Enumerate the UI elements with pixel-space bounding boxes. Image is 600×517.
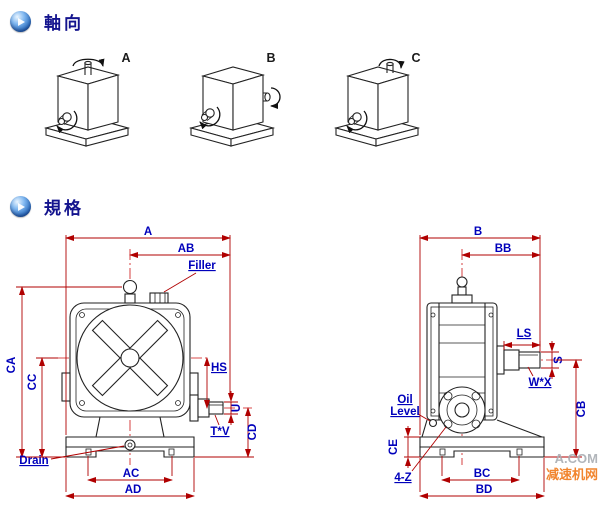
gearbox-view-a: A xyxy=(43,51,131,147)
gearbox-view-c: C xyxy=(333,51,421,147)
dim-BB: BB xyxy=(461,243,541,258)
mounting-slot-left xyxy=(439,448,446,456)
bolt-hole xyxy=(443,391,453,401)
dim-label-bd: BD xyxy=(476,484,493,496)
dim-oil-level: Oil Level xyxy=(390,394,431,422)
output-flange-face xyxy=(438,386,486,434)
view-label-a: A xyxy=(121,51,130,65)
dim-label-u: U xyxy=(231,404,243,412)
dim-BD: BD xyxy=(419,458,545,499)
rotation-arrow-front xyxy=(346,110,368,134)
dim-label-ca: CA xyxy=(6,357,18,374)
dim-A: A xyxy=(65,226,231,435)
flange-bolts xyxy=(430,312,494,414)
dim-label-ad: AD xyxy=(125,484,142,496)
axial-views-drawing: A B C xyxy=(43,51,421,147)
rotation-arrow-front xyxy=(56,110,78,134)
dim-label-b: B xyxy=(474,226,482,238)
bolt-hole xyxy=(471,391,481,401)
drain-plug xyxy=(124,439,136,451)
dim-CD: CD xyxy=(194,407,259,458)
dim-label-a: A xyxy=(144,226,152,238)
dim-4Z: 4-Z xyxy=(394,426,447,484)
side-view-drawing: B BB LS S W*X CB Oil Level xyxy=(388,226,588,499)
arrow-icon xyxy=(18,202,25,211)
dim-label-hs: HS xyxy=(211,362,227,374)
dim-HS: HS xyxy=(204,357,227,409)
dim-AB: AB xyxy=(129,243,231,258)
output-shaft-front xyxy=(352,112,362,122)
dim-AC: AC xyxy=(87,456,173,483)
dim-AD: AD xyxy=(65,458,195,499)
dim-label-ab: AB xyxy=(178,243,195,255)
arrow-icon xyxy=(18,17,25,26)
rotation-arrow-top xyxy=(72,58,105,67)
watermark-domain: A.COM xyxy=(554,451,598,466)
dim-label-bc: BC xyxy=(474,468,491,480)
dim-U: U xyxy=(224,391,243,425)
dim-label-drain: Drain xyxy=(19,455,48,467)
mounting-slot-right xyxy=(516,448,523,456)
bolt-hole xyxy=(471,419,481,429)
section-bullet-icon xyxy=(10,196,31,217)
filler-plug xyxy=(149,292,169,304)
rotation-arrow-side xyxy=(270,87,281,109)
oil-level-plug xyxy=(428,418,438,428)
base xyxy=(419,419,545,458)
view-label-c: C xyxy=(411,51,420,65)
output-shaft-front xyxy=(62,112,72,122)
watermark: A.COM 减速机网 xyxy=(514,451,598,482)
base xyxy=(65,416,195,458)
dim-label-tv: T*V xyxy=(210,426,230,438)
rotation-arrow-top xyxy=(378,58,405,69)
spec-section-title: 規格 xyxy=(44,199,84,218)
dim-WX: W*X xyxy=(527,366,552,389)
spec-section-header: 規格 xyxy=(10,194,84,219)
dim-filler: Filler xyxy=(163,260,216,293)
eye-bolt xyxy=(122,279,138,304)
dim-label-cb: CB xyxy=(576,401,588,418)
dim-CC: CC xyxy=(27,357,58,458)
input-shaft-front xyxy=(205,108,215,118)
axial-section-title: 軸向 xyxy=(44,14,84,33)
dim-CE: CE xyxy=(388,426,420,468)
front-view-drawing: A AB Filler CA CC HS U xyxy=(6,226,259,499)
dim-label-4z: 4-Z xyxy=(394,472,411,484)
dim-label-cd: CD xyxy=(247,424,259,441)
output-shaft-side xyxy=(264,92,271,102)
mounting-slot-right xyxy=(168,448,175,456)
dim-label-filler: Filler xyxy=(188,260,216,272)
dim-label-ac: AC xyxy=(123,468,140,480)
dim-label-bb: BB xyxy=(495,243,512,255)
bolt-hole xyxy=(443,419,453,429)
flange-bolts xyxy=(79,312,181,406)
watermark-site-name: 减速机网 xyxy=(545,466,598,482)
dim-LS: LS xyxy=(503,328,541,352)
input-shaft-top xyxy=(386,61,394,67)
dim-label-wx: W*X xyxy=(529,377,552,389)
eye-bolt xyxy=(451,276,473,304)
gearbox-view-b: B xyxy=(188,51,281,147)
output-shaft xyxy=(189,394,224,422)
dim-label-cc: CC xyxy=(27,374,39,391)
dim-CB: CB xyxy=(544,359,588,458)
x-ribs xyxy=(91,319,169,397)
dim-TV: T*V xyxy=(210,414,230,438)
dim-label-oil-1: Oil xyxy=(397,394,412,406)
flange-strips xyxy=(438,303,486,420)
dim-label-oil-2: Level xyxy=(390,406,419,418)
input-shaft-top xyxy=(84,60,92,66)
ribs xyxy=(439,324,485,394)
rotation-arrow-front xyxy=(199,106,221,130)
spec-drawing: A AB Filler CA CC HS U xyxy=(6,226,588,499)
axial-section-header: 軸向 xyxy=(10,9,84,34)
section-bullet-icon xyxy=(10,11,31,32)
dim-label-ls: LS xyxy=(517,328,532,340)
worm-shaft xyxy=(496,345,541,375)
dim-label-ce: CE xyxy=(388,439,400,455)
view-label-b: B xyxy=(266,51,275,65)
dim-BC: BC xyxy=(441,456,520,483)
dim-drain: Drain xyxy=(19,445,125,467)
